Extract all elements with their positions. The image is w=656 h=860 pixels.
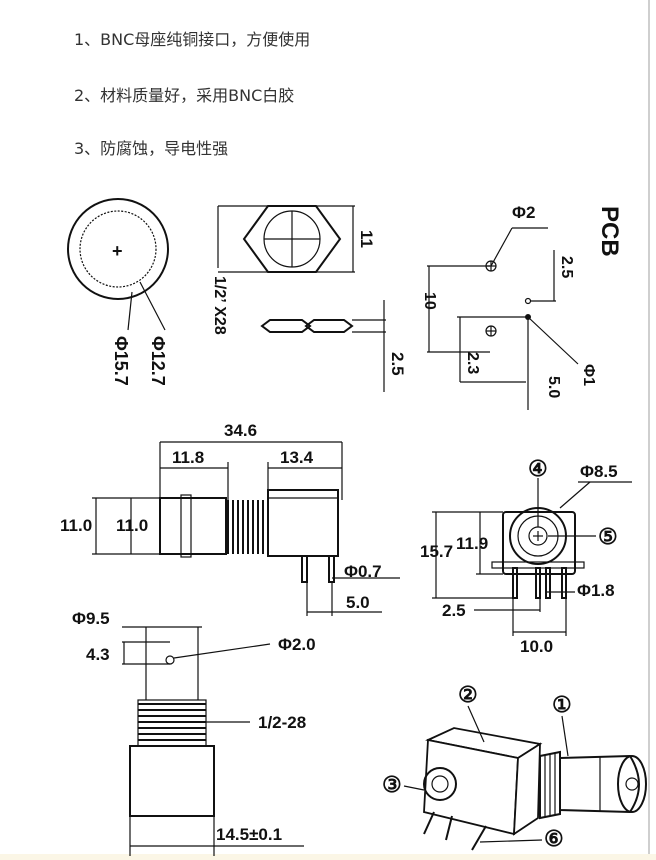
hex-view: 11 1/2’ X28 2.5 xyxy=(211,205,407,392)
pin-a xyxy=(301,555,308,583)
iso-thread-base xyxy=(539,750,561,820)
dim-346-label: 34.6 xyxy=(224,421,257,440)
top-center-mark: + xyxy=(112,241,123,261)
iso-pin-hole xyxy=(625,777,639,791)
feature-line-1: 1、BNC母座纯铜接口，方便使用 xyxy=(74,30,311,49)
bnc-housing xyxy=(267,489,339,557)
iso-leader-2 xyxy=(467,705,485,743)
pin18-label: Φ1.8 xyxy=(577,581,615,600)
len-label: 14.5±0.1 xyxy=(216,825,282,844)
pcb-phi1-leader xyxy=(527,316,579,365)
pcb-phi2-leader xyxy=(490,227,513,267)
thread-label: 1/2’ X28 xyxy=(211,276,228,335)
thread-coils xyxy=(227,500,264,554)
v-thread xyxy=(137,699,207,747)
pcb-d23: 2.3 xyxy=(464,352,481,374)
iso-barrel-end xyxy=(617,755,647,813)
top-view: + Φ15.7 Φ12.7 xyxy=(67,198,169,386)
iso-leg-a xyxy=(423,811,435,835)
pin-dia-label: Φ0.7 xyxy=(344,562,382,581)
iso-leader-6 xyxy=(479,839,543,843)
top-inner-circle xyxy=(79,210,157,288)
iso-thread xyxy=(544,753,556,817)
phi20-leader xyxy=(173,643,271,659)
d25-label: 2.5 xyxy=(442,601,466,620)
hex-nut xyxy=(242,205,342,273)
iso-callout-2: ② xyxy=(458,682,478,707)
pcb-title: PCB xyxy=(596,206,623,257)
bnc-tube xyxy=(159,497,227,555)
front-pin-d xyxy=(561,567,567,599)
h119-label: 11.9 xyxy=(456,534,488,553)
phi85-label: Φ8.5 xyxy=(580,462,618,481)
iso-callout-3: ③ xyxy=(382,772,402,797)
pcb-footprint: PCB 10 Φ2 2.5 Φ1 2.3 5.0 xyxy=(421,203,623,410)
top-outer-circle xyxy=(67,198,169,300)
phi95-label: Φ9.5 xyxy=(72,609,110,628)
pcb-d10: 10 xyxy=(421,292,438,310)
bottom-band xyxy=(0,854,656,860)
h-left-label: 11.0 xyxy=(60,516,92,535)
hex-side-a xyxy=(260,319,312,333)
pcb-pin-small xyxy=(524,297,532,305)
iso-socket xyxy=(423,767,457,801)
d43-label: 4.3 xyxy=(86,645,110,664)
iso-leader-1 xyxy=(561,715,569,757)
leader-phi-outer xyxy=(127,291,133,331)
phi-outer-label: Φ15.7 xyxy=(111,336,131,386)
iso-callout-6: ⑥ xyxy=(544,826,564,851)
dim-134-label: 13.4 xyxy=(280,448,314,467)
h157-label: 15.7 xyxy=(420,542,453,561)
iso-leg-b xyxy=(445,815,453,841)
iso-side-face xyxy=(513,742,541,836)
pin-off-label: 5.0 xyxy=(346,593,370,612)
pcb-d25: 2.5 xyxy=(558,256,575,278)
callout-4: ④ xyxy=(528,456,548,481)
pcb-d50: 5.0 xyxy=(545,376,562,398)
thread-label-v: 1/2-28 xyxy=(258,713,306,732)
iso-leader-3 xyxy=(403,785,425,791)
v-hole xyxy=(165,655,175,665)
front-pin-a xyxy=(512,567,518,599)
feature-line-2: 2、材料质量好，采用BNC白胶 xyxy=(74,86,295,105)
phi85-leader xyxy=(559,481,591,509)
iso-callout-1: ① xyxy=(552,692,572,717)
front-pin-b xyxy=(535,567,541,599)
feature-line-3: 3、防腐蚀，导电性强 xyxy=(74,139,229,158)
thk-label: 2.5 xyxy=(388,352,407,376)
iso-view: ② ① ③ ⑥ xyxy=(382,682,647,851)
side-view: 34.6 11.8 13.4 11.0 11.0 xyxy=(60,421,400,616)
vertical-view: Φ9.5 4.3 Φ2.0 1/2-28 14.5±0.1 xyxy=(72,609,316,856)
v-body xyxy=(129,745,215,817)
front-pin-c xyxy=(545,567,551,599)
hex-side-b xyxy=(304,319,354,333)
iso-leg-c xyxy=(471,825,487,851)
iso-socket-inner xyxy=(431,775,449,793)
right-edge-divider xyxy=(648,0,650,860)
phi-inner-label: Φ12.7 xyxy=(148,336,168,386)
dim-11-label: 11 xyxy=(357,230,376,248)
pcb-phi2: Φ2 xyxy=(512,203,535,222)
callout-5: ⑤ xyxy=(598,524,618,549)
leader-phi-inner xyxy=(139,281,166,331)
pcb-phi1: Φ1 xyxy=(580,364,597,386)
front-view: ④ ⑤ Φ8.5 15.7 11.9 Φ1.8 2.5 10.0 xyxy=(420,456,632,656)
h-right-label: 11.0 xyxy=(116,516,148,535)
d100-label: 10.0 xyxy=(520,637,553,656)
dim-118-label: 11.8 xyxy=(172,448,204,467)
bnc-collar xyxy=(180,494,192,558)
phi20-label: Φ2.0 xyxy=(278,635,316,654)
